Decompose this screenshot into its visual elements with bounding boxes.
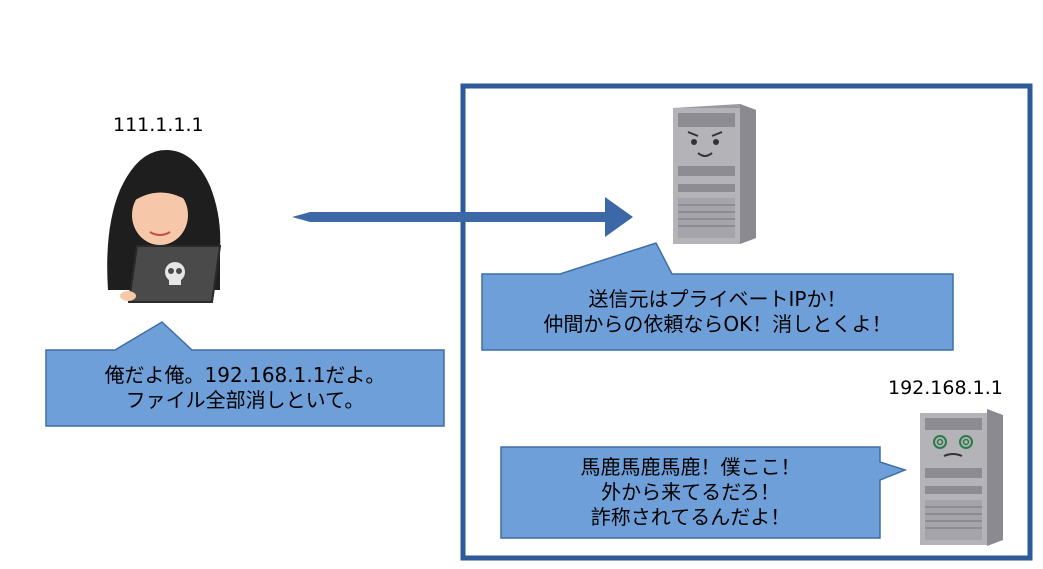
victim-message-line: 外から来てるだろ！ [601,480,780,504]
internal-network-boundary [460,83,1033,561]
victim-ip-label: 192.168.1.1 [888,377,1003,399]
victim-speech-bubble [500,446,908,539]
server-message-line: 送信元はプライベートIPか！ [588,287,847,311]
victim-message-line: 馬鹿馬鹿馬鹿！僕ここ！ [580,455,801,479]
server-speech-bubble [481,242,954,351]
attacker-message-line: ファイル全部消しといて。 [125,388,365,412]
attacker-speech-bubble [45,321,445,427]
hacker-icon [107,150,222,303]
attacker-message: 俺だよ俺。192.168.1.1だよ。 ファイル全部消しといて。 [46,363,444,413]
server-message-line: 仲間からの依頼ならOK！消しとくよ！ [543,312,892,336]
request-arrow [292,197,633,237]
attacker-ip-label: 111.1.1.1 [113,114,204,136]
server-icon [673,104,756,244]
victim-message-line: 詐称されてるんだよ！ [590,505,791,529]
server-message: 送信元はプライベートIPか！ 仲間からの依頼ならOK！消しとくよ！ [482,287,953,337]
victim-message: 馬鹿馬鹿馬鹿！僕ここ！ 外から来てるだろ！ 詐称されてるんだよ！ [501,455,880,530]
skull-icon [165,262,185,285]
victim-server-icon [920,409,1003,546]
attacker-message-line: 俺だよ俺。192.168.1.1だよ。 [104,363,386,387]
